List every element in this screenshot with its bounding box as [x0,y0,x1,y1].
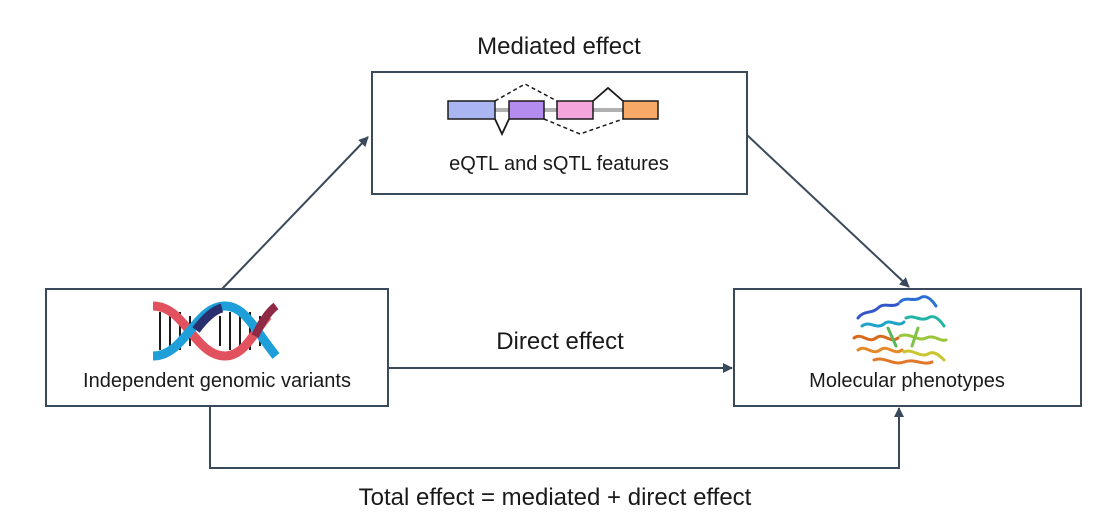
phenotypes-box-label: Molecular phenotypes [809,370,1005,392]
splicing-diagram-icon [447,83,659,137]
mediator-box-label: eQTL and sQTL features [449,153,669,175]
protein-structure-icon [852,295,948,365]
exon-3 [556,100,594,120]
mediator-box [371,71,748,195]
exon-2 [508,100,545,120]
variants-box-label: Independent genomic variants [83,370,351,392]
arrow-total-effect [209,406,904,469]
phenotypes-box [733,288,1082,407]
dna-helix-icon [152,301,280,361]
direct-effect-label: Direct effect [496,328,624,355]
mediated-effect-heading: Mediated effect [477,33,641,60]
arrow-variants-to-mediator [221,136,369,290]
total-effect-label: Total effect = mediated + direct effect [359,484,752,511]
exon-4 [622,100,659,120]
arrow-mediator-to-phenotypes [746,134,910,288]
exon-1 [447,100,496,120]
